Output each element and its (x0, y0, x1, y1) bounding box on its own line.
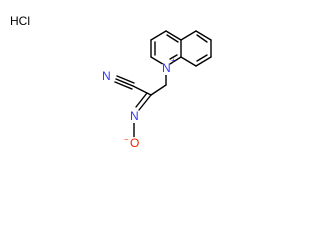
bond-c4-c4a (165, 30, 182, 41)
bond-c5-c6 (195, 30, 212, 41)
bond-c8a-n1 (169, 56, 182, 65)
bond-c7-c8 (195, 56, 212, 67)
bond-c3-c4 (150, 30, 167, 41)
bond-c-cn (132, 85, 152, 96)
side-chain (114, 72, 167, 139)
oxime-double-bond-1 (138, 94, 152, 111)
bond-c5-c6-inner (196, 34, 208, 43)
nitrile-triple-bond-3 (114, 81, 133, 90)
molecule-structure: HCl (10, 14, 212, 150)
oxime-nitrogen-label: N (130, 109, 139, 123)
bond-c4-c4a-inner (166, 34, 179, 43)
nitrile-triple-bond-2 (116, 75, 135, 84)
oxide-charge: − (124, 135, 129, 144)
bond-ch2-c (150, 84, 167, 96)
ring-nitrogen-label: N (162, 61, 171, 75)
bond-c8-c8a (180, 56, 197, 67)
oxide-oxygen-label: O (130, 136, 139, 150)
ring-nitrogen-charge: + (171, 56, 176, 65)
bond-c8a-n1-inner (169, 54, 178, 60)
hcl-label: HCl (10, 14, 30, 28)
nitrile-nitrogen-label: N (102, 69, 111, 83)
nitrile-triple-bond-1 (115, 78, 134, 87)
oxime-double-bond-2 (135, 92, 148, 108)
bond-c7-c8-inner (196, 54, 208, 62)
bond-c4a-c5 (180, 30, 197, 41)
quinolinium-ring (150, 30, 212, 67)
